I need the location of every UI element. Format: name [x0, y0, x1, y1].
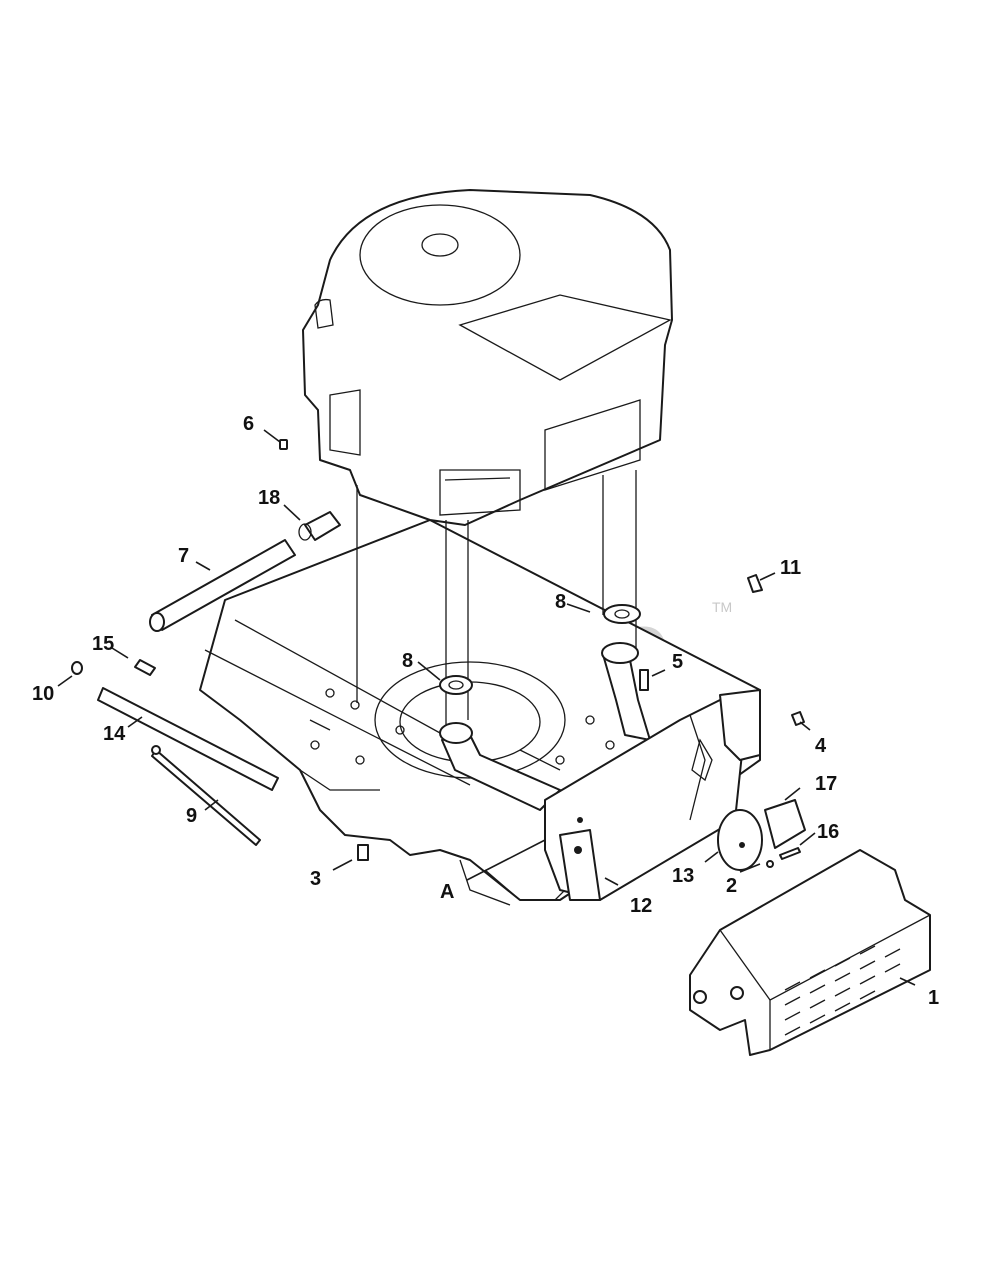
callout-16: 16 [817, 821, 839, 843]
callout-6: 6 [243, 413, 254, 435]
callout-3: 3 [310, 868, 321, 890]
watermark-trademark: TM [712, 599, 732, 615]
callout-1: 1 [928, 987, 939, 1009]
callout-8-lower: 8 [402, 650, 413, 672]
callout-2: 2 [726, 875, 737, 897]
pipe-flange-right [601, 642, 639, 664]
fuel-line-14 [97, 687, 279, 791]
fuel-line-7 [149, 539, 296, 632]
spark-arrestor [717, 809, 763, 871]
muffler-heat-shield [689, 849, 931, 1056]
muffler-end-cap [764, 799, 806, 849]
engine [302, 189, 673, 526]
callout-17: 17 [815, 773, 837, 795]
callout-14: 14 [103, 723, 126, 745]
callout-18: 18 [258, 487, 280, 509]
callout-9: 9 [186, 805, 197, 827]
hardware [71, 439, 805, 868]
cable-tie-9 [151, 745, 261, 846]
callout-13: 13 [672, 865, 694, 887]
fuel-filter-18 [298, 511, 341, 541]
callout-12: 12 [630, 895, 652, 917]
exhaust-pipes [439, 604, 651, 811]
gasket-right [603, 604, 641, 624]
pipe-flange-left [439, 722, 473, 744]
muffler-end-parts [717, 799, 806, 871]
callout-7: 7 [178, 545, 189, 567]
callout-15: 15 [92, 633, 114, 655]
leader-lines [57, 429, 916, 986]
callout-A: A [440, 881, 454, 903]
callout-8-upper: 8 [555, 591, 566, 613]
gasket-left [439, 675, 473, 695]
callout-10: 10 [32, 683, 54, 705]
callout-4: 4 [815, 735, 827, 757]
callout-5: 5 [672, 651, 683, 673]
callout-labels: 1 2 3 4 5 6 7 8 8 9 10 11 12 13 14 15 16… [32, 413, 939, 1009]
callout-11: 11 [780, 557, 801, 579]
